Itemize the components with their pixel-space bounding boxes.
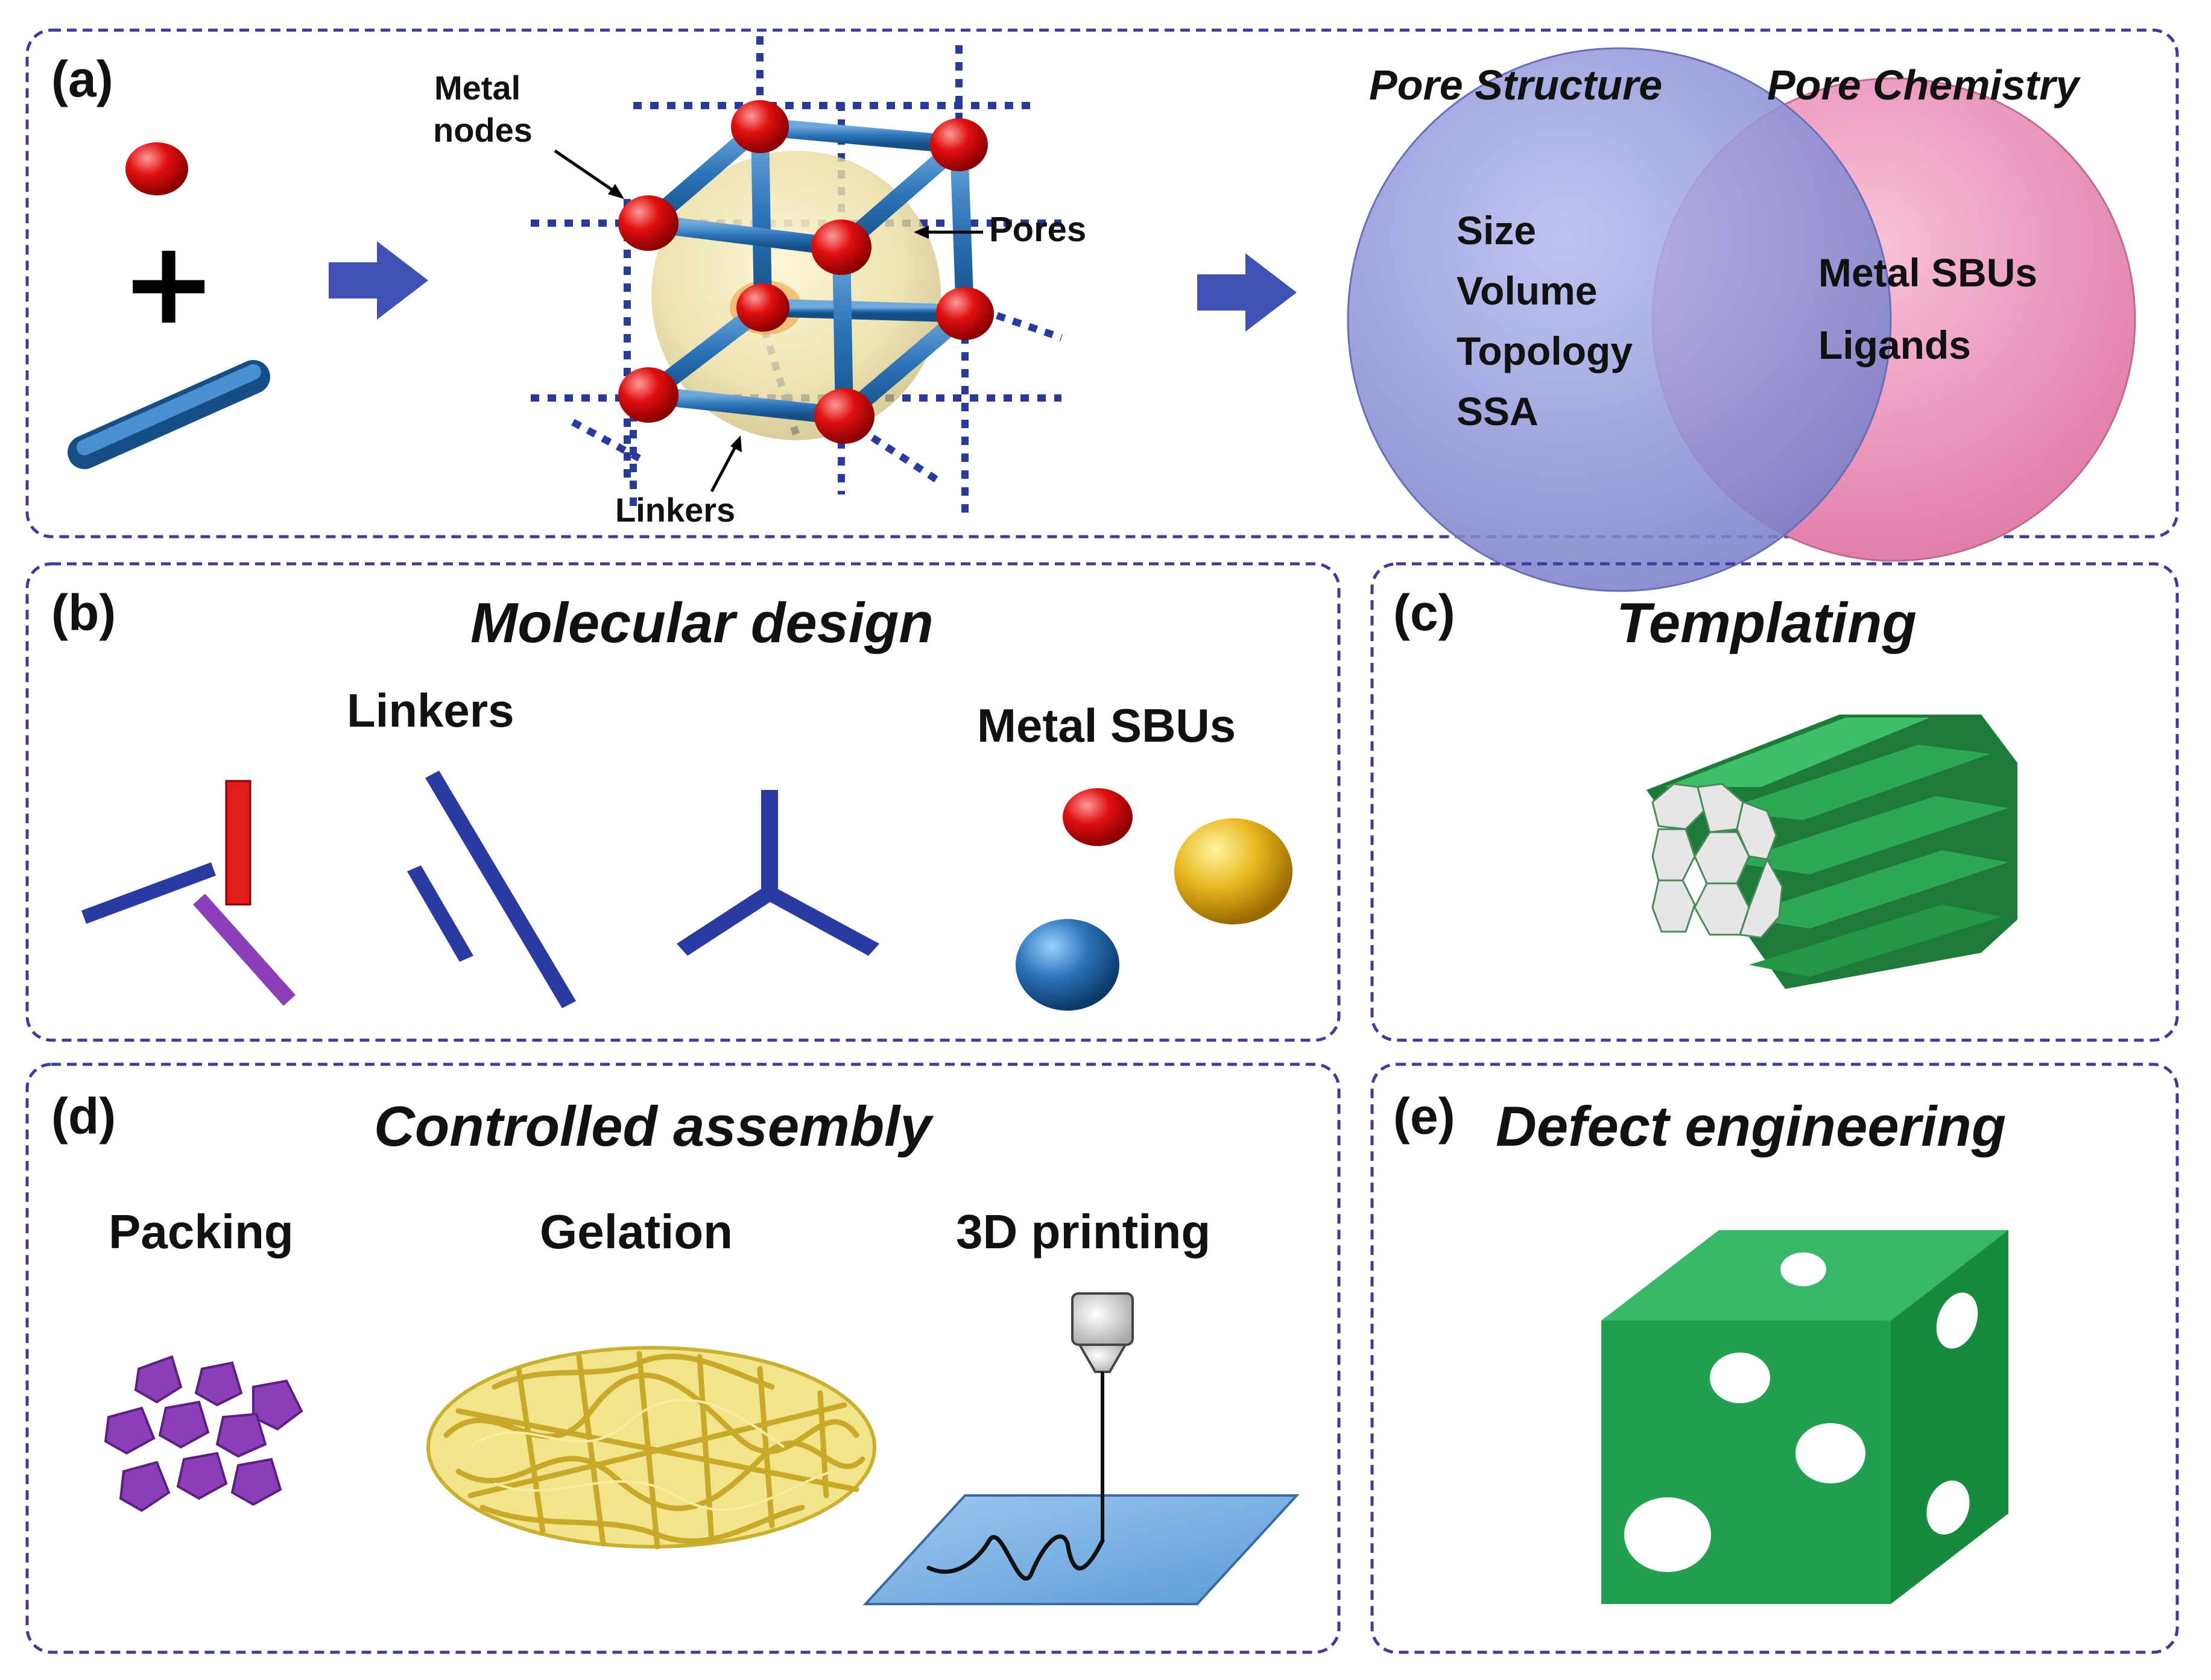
metal-sbus-heading: Metal SBUs — [977, 699, 1236, 752]
metal-node-icon — [125, 142, 188, 195]
linker-shapes — [81, 771, 879, 1008]
structure-item: Volume — [1457, 268, 1597, 313]
pointer-head — [730, 435, 742, 452]
panel-d-title: Controlled assembly — [374, 1094, 934, 1158]
red-sphere-icon — [1063, 788, 1133, 846]
panel-d-tag: (d) — [51, 1088, 116, 1145]
metal-nodes-pointer — [554, 149, 622, 198]
panel-b-title: Molecular design — [470, 591, 934, 654]
hexagonal-template-illustration — [1646, 715, 2017, 989]
pore-structure-title: Pore Structure — [1369, 62, 1662, 109]
pointer-head — [914, 226, 929, 239]
linkers-label: Linkers — [615, 491, 735, 529]
panel-e-title: Defect engineering — [1496, 1094, 2006, 1158]
chemistry-item: Ligands — [1818, 323, 1971, 367]
linkers-heading: Linkers — [347, 684, 514, 737]
packing-label: Packing — [109, 1205, 294, 1258]
structure-item: Topology — [1457, 329, 1633, 373]
mof-cube-illustration — [531, 36, 1063, 513]
structure-item: SSA — [1457, 389, 1539, 434]
panel-e: (e) Defect engineering — [1370, 1063, 2179, 1654]
defective-cube-illustration — [1601, 1230, 2008, 1604]
pores-label: Pores — [989, 210, 1086, 249]
panel-d: (d) Controlled assembly Packing Gelation… — [25, 1063, 1341, 1654]
gold-sphere-icon — [1174, 818, 1292, 924]
pore-defect-icon — [1624, 1497, 1711, 1572]
gelation-label: Gelation — [540, 1205, 733, 1258]
gel-network — [426, 1346, 876, 1550]
panel-d-border — [25, 1063, 1341, 1654]
panel-e-tag: (e) — [1393, 1088, 1455, 1145]
panel-c: (c) Templating — [1370, 562, 2179, 1042]
panel-a-border — [25, 28, 2179, 538]
nodes-label: nodes — [433, 111, 533, 149]
linkers-pointer — [710, 439, 741, 493]
panel-c-tag: (c) — [1393, 584, 1455, 641]
panel-b: (b) Molecular design Linkers Metal SBUs — [25, 562, 1341, 1042]
pore-defect-icon — [1795, 1423, 1865, 1483]
arrow-icon — [1197, 253, 1297, 332]
packing-particles — [104, 1355, 303, 1512]
structure-item: Size — [1457, 208, 1536, 253]
metal-label: Metal — [434, 69, 520, 107]
panel-a: (a) + — [25, 28, 2179, 592]
panel-e-border — [1370, 1063, 2179, 1654]
pore-defect-icon — [1780, 1252, 1826, 1286]
pore-defect-icon — [1710, 1353, 1770, 1403]
pore-defect-icon — [1936, 1292, 1978, 1349]
linker-rod-icon — [68, 360, 270, 469]
3d-printing-label: 3D printing — [956, 1205, 1210, 1258]
pore-structure-circle — [1347, 47, 1892, 592]
panel-c-title: Templating — [1616, 591, 1917, 654]
pointer-head — [608, 184, 624, 199]
panel-b-tag: (b) — [51, 584, 116, 641]
printer-nozzle-icon — [1071, 1292, 1134, 1346]
panel-a-tag: (a) — [51, 51, 113, 107]
pore-chemistry-title: Pore Chemistry — [1767, 62, 2081, 109]
chemistry-item: Metal SBUs — [1818, 250, 2037, 295]
arrow-icon — [329, 241, 428, 320]
print-bed — [862, 1494, 1300, 1605]
plus-icon: + — [121, 216, 217, 350]
panel-c-border — [1370, 562, 2179, 1042]
panel-b-border — [25, 562, 1341, 1042]
3d-printer-illustration — [862, 1292, 1300, 1605]
metal-sbu-spheres — [1016, 788, 1292, 1011]
printed-path — [926, 1534, 1105, 1581]
blue-sphere-icon — [1016, 919, 1119, 1011]
pore-defect-icon — [1926, 1480, 1970, 1535]
nozzle-tip — [1077, 1344, 1128, 1373]
